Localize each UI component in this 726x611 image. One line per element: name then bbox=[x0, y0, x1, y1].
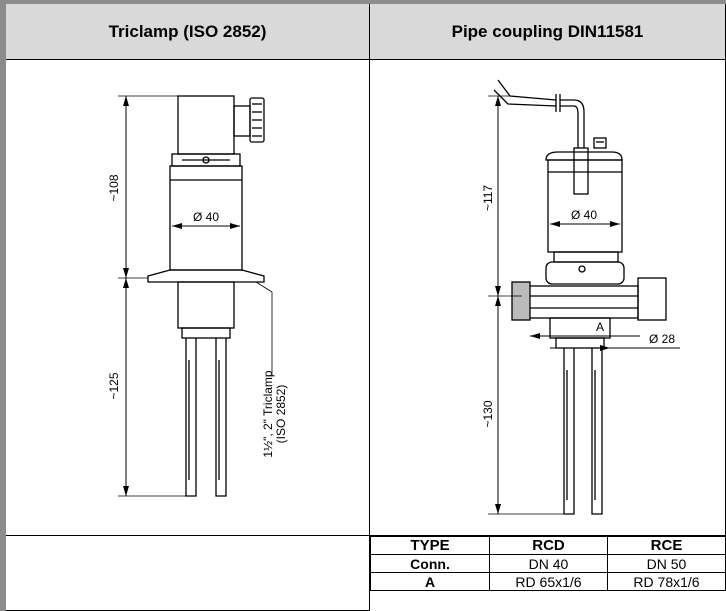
triclamp-dim-bottom: ~125 bbox=[107, 372, 121, 399]
spec-cell: RD 65x1/6 bbox=[489, 572, 608, 591]
triclamp-dim-top: ~108 bbox=[107, 174, 121, 201]
spec-cell: Conn. bbox=[370, 554, 490, 573]
spec-cell: A bbox=[370, 572, 490, 591]
spec-cell: DN 40 bbox=[489, 554, 608, 573]
spec-table-row: A RD 65x1/6 RD 78x1/6 bbox=[370, 572, 726, 591]
triclamp-drawing-cell: ~108 ~125 Ø 40 1½", 2" Triclamp (ISO 285… bbox=[6, 60, 370, 536]
header-pipe-coupling-label: Pipe coupling DIN11581 bbox=[451, 21, 644, 41]
header-triclamp-label: Triclamp (ISO 2852) bbox=[108, 21, 267, 41]
spec-table-header-row: TYPE RCD RCE bbox=[370, 536, 726, 555]
triclamp-leader-line1: 1½", 2" Triclamp bbox=[261, 370, 275, 458]
spec-table-row: Conn. DN 40 DN 50 bbox=[370, 554, 726, 573]
pipe-coupling-drawing-cell: ~117 ~130 Ø 40 A Ø 28 bbox=[370, 60, 726, 536]
pipe-dim-bottom: ~130 bbox=[481, 400, 495, 427]
header-triclamp: Triclamp (ISO 2852) bbox=[6, 4, 370, 60]
spec-header-rcd: RCD bbox=[489, 536, 608, 555]
spec-header-rce: RCE bbox=[607, 536, 726, 555]
pipe-diameter-small: Ø 28 bbox=[649, 332, 675, 346]
triclamp-leader-line2: (ISO 2852) bbox=[274, 385, 288, 444]
pipe-label-a: A bbox=[596, 320, 604, 334]
spec-cell: RD 78x1/6 bbox=[607, 572, 726, 591]
triclamp-diameter: Ø 40 bbox=[193, 210, 219, 224]
pipe-coupling-drawing: ~117 ~130 Ø 40 A Ø 28 bbox=[481, 79, 680, 515]
header-pipe-coupling: Pipe coupling DIN11581 bbox=[370, 4, 726, 60]
bottom-left-empty-cell bbox=[6, 536, 370, 611]
spec-table: TYPE RCD RCE Conn. DN 40 DN 50 A RD 65x1… bbox=[370, 536, 726, 591]
triclamp-drawing: ~108 ~125 Ø 40 1½", 2" Triclamp (ISO 285… bbox=[107, 95, 288, 497]
spec-header-type: TYPE bbox=[370, 536, 490, 555]
pipe-diameter: Ø 40 bbox=[571, 208, 597, 222]
spec-cell: DN 50 bbox=[607, 554, 726, 573]
pipe-dim-top: ~117 bbox=[481, 185, 495, 211]
